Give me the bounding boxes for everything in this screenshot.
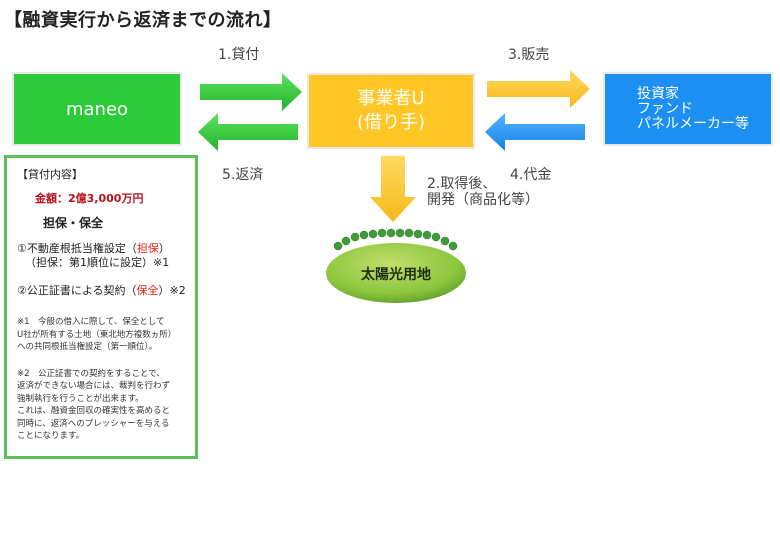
notarized-contract-item: ②公正証書による契約（保全）※2 — [17, 284, 186, 297]
tree-icons — [333, 228, 458, 251]
solar-land-label: 太陽光用地 — [361, 267, 431, 283]
payment-label: 4.代金 — [510, 167, 552, 183]
maneo-label: maneo — [65, 98, 129, 120]
solar-land-illustration — [326, 228, 466, 303]
investor-label-1: 投資家 — [637, 85, 679, 102]
lend-label: 1.貸付 — [218, 47, 260, 63]
sale-label: 3.販売 — [508, 47, 550, 63]
repay-label: 5.返済 — [222, 167, 264, 183]
borrower-role: (借り手) — [356, 112, 426, 133]
borrower-label: 事業者U — [357, 88, 425, 109]
lend-arrow — [200, 73, 302, 111]
sale-arrow — [487, 70, 590, 108]
loan-amount: 金額：2億3,000万円 — [35, 192, 144, 205]
collateral-detail: （担保：第1順位に設定）※1 — [25, 256, 170, 269]
page-title: 【融資実行から返済までの流れ】 — [4, 10, 282, 31]
maneo-node: maneo — [12, 72, 182, 146]
collateral-item: ①不動産根抵当権設定（担保） — [17, 242, 170, 255]
footnote-1: ※1 今般の借入に際して、保全として U社が所有する土地（東北地方複数ヵ所） へ… — [17, 317, 177, 352]
borrower-node: 事業者U (借り手) — [307, 73, 475, 149]
investor-label-2: ファンド — [637, 100, 693, 117]
footnote-2: ※2 公正証書での契約をすることで、 返済ができない場合には、裁判を行わず 強制… — [17, 368, 171, 442]
collateral-highlight: 担保 — [136, 242, 159, 255]
repay-arrow — [198, 113, 298, 151]
investor-label-3: パネルメーカー等 — [637, 115, 749, 132]
land-ellipse — [326, 243, 466, 303]
investor-node: 投資家 ファンド パネルメーカー等 — [603, 72, 773, 146]
payment-arrow — [485, 113, 585, 151]
develop-label: 2.取得後、 開発（商品化等） — [427, 176, 539, 208]
panel-subheading: 担保・保全 — [43, 216, 104, 230]
loan-details-panel: 【貸付内容】 金額：2億3,000万円 担保・保全 ①不動産根抵当権設定（担保）… — [4, 155, 198, 459]
protection-highlight: 保全 — [136, 284, 159, 297]
panel-heading: 【貸付内容】 — [17, 168, 83, 181]
develop-arrow — [370, 156, 416, 222]
develop-label-2: 開発（商品化等） — [427, 192, 539, 208]
develop-label-1: 2.取得後、 — [427, 176, 497, 192]
